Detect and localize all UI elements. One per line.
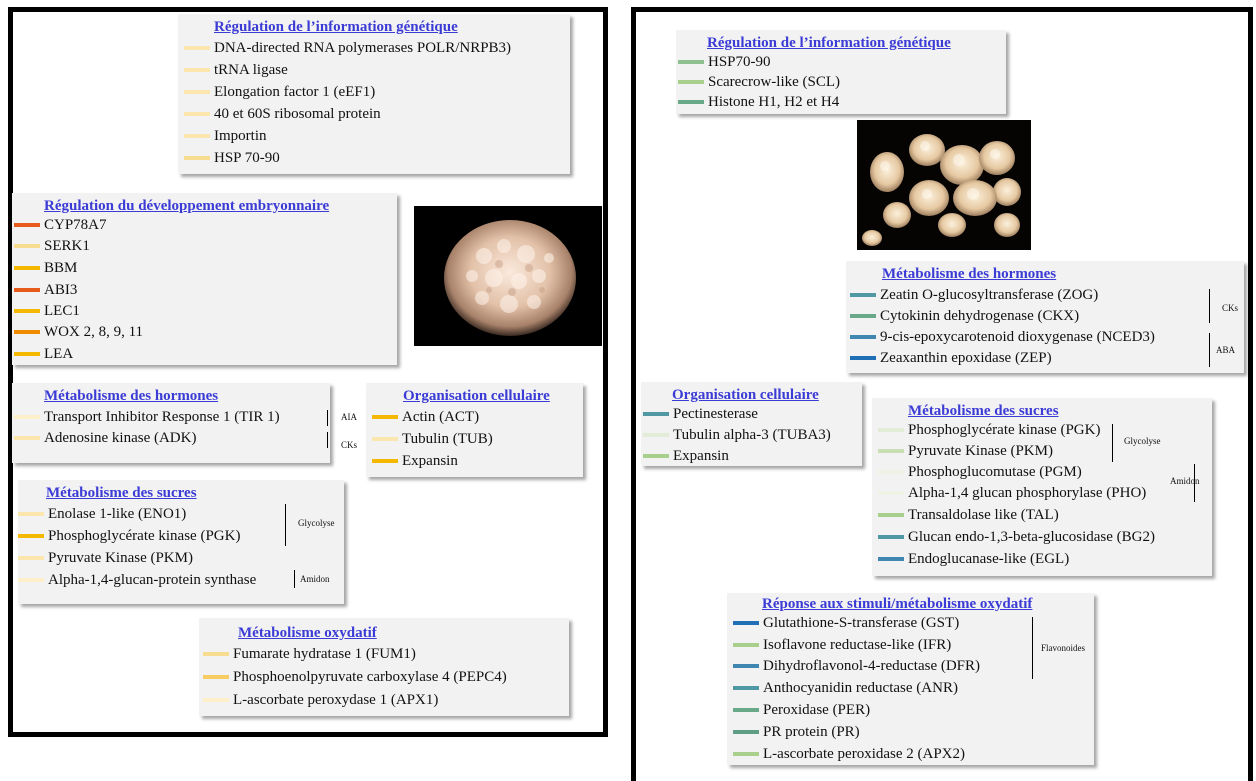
group-bracket bbox=[327, 432, 328, 448]
color-swatch bbox=[184, 156, 210, 160]
color-swatch bbox=[14, 288, 40, 292]
left-oxidative-box: Métabolisme oxydatif Fumarate hydratase … bbox=[199, 618, 569, 716]
left-cell-org-title: Organisation cellulaire bbox=[403, 388, 550, 404]
right-sugars-box: Métabolisme des sucres Phosphoglycérate … bbox=[872, 398, 1212, 576]
color-swatch bbox=[372, 415, 398, 419]
color-swatch bbox=[733, 708, 759, 712]
color-swatch bbox=[184, 68, 210, 72]
color-swatch bbox=[643, 433, 669, 437]
group-label: Amidon bbox=[1170, 476, 1200, 486]
color-swatch bbox=[878, 428, 904, 432]
group-label: Amidon bbox=[300, 574, 330, 584]
left-regulation-info-title: Régulation de l’information génétique bbox=[214, 19, 458, 35]
color-swatch bbox=[14, 436, 40, 440]
color-swatch bbox=[14, 223, 40, 227]
color-swatch bbox=[733, 752, 759, 756]
right-hormones-box: Métabolisme des hormones Zeatin O-glucos… bbox=[846, 261, 1244, 373]
color-swatch bbox=[733, 730, 759, 734]
group-label: AIA bbox=[341, 412, 357, 422]
group-bracket bbox=[1209, 289, 1210, 323]
color-swatch bbox=[850, 314, 876, 318]
group-bracket bbox=[327, 410, 328, 426]
callus-photo-icon bbox=[444, 220, 576, 336]
color-swatch bbox=[18, 512, 44, 516]
color-swatch bbox=[203, 675, 229, 679]
color-swatch bbox=[203, 652, 229, 656]
left-cell-org-box: Organisation cellulaire Actin (ACT) Tubu… bbox=[366, 383, 583, 477]
group-bracket bbox=[1194, 464, 1195, 502]
left-sugars-box: Métabolisme des sucres Enolase 1-like (E… bbox=[18, 480, 344, 604]
embryogenic-callus-photo-icon bbox=[862, 134, 1021, 246]
right-hormones-title: Métabolisme des hormones bbox=[882, 266, 1057, 282]
group-label: CKs bbox=[1222, 303, 1239, 313]
color-swatch bbox=[733, 664, 759, 668]
group-bracket bbox=[294, 570, 295, 588]
color-swatch bbox=[14, 352, 40, 356]
left-sugars-title: Métabolisme des sucres bbox=[46, 485, 197, 501]
embryo-dev-box: Régulation du développement embryonnaire… bbox=[12, 193, 397, 365]
color-swatch bbox=[18, 556, 44, 560]
group-label: Glycolyse bbox=[298, 518, 335, 528]
color-swatch bbox=[850, 293, 876, 297]
callus-photo bbox=[414, 206, 602, 346]
color-swatch bbox=[733, 643, 759, 647]
color-swatch bbox=[14, 309, 40, 313]
group-label: CKs bbox=[341, 440, 358, 450]
group-bracket bbox=[285, 504, 286, 546]
color-swatch bbox=[18, 578, 44, 582]
group-label: Glycolyse bbox=[1124, 436, 1161, 446]
embryogenic-callus-photo bbox=[857, 120, 1031, 250]
color-swatch bbox=[878, 449, 904, 453]
color-swatch bbox=[643, 454, 669, 458]
right-regulation-info-title: Régulation de l’information génétique bbox=[707, 35, 951, 51]
color-swatch bbox=[850, 335, 876, 339]
color-swatch bbox=[372, 459, 398, 463]
color-swatch bbox=[878, 491, 904, 495]
right-stimuli-title: Réponse aux stimuli/métabolisme oxydatif bbox=[762, 596, 1033, 612]
left-hormones-box: Métabolisme des hormones Transport Inhib… bbox=[12, 383, 330, 463]
color-swatch bbox=[733, 686, 759, 690]
color-swatch bbox=[878, 557, 904, 561]
color-swatch bbox=[14, 266, 40, 270]
embryo-dev-title: Régulation du développement embryonnaire bbox=[44, 198, 330, 214]
color-swatch bbox=[18, 534, 44, 538]
group-bracket bbox=[1112, 424, 1113, 462]
color-swatch bbox=[678, 100, 704, 104]
left-regulation-info-box: Régulation de l’information génétique DN… bbox=[178, 14, 570, 174]
group-label: Flavonoides bbox=[1041, 643, 1085, 653]
right-cell-org-box: Organisation cellulaire Pectinesterase T… bbox=[641, 382, 862, 466]
color-swatch bbox=[878, 470, 904, 474]
color-swatch bbox=[184, 112, 210, 116]
group-bracket bbox=[1032, 617, 1033, 679]
right-stimuli-box: Réponse aux stimuli/métabolisme oxydatif… bbox=[727, 593, 1094, 765]
color-swatch bbox=[372, 437, 398, 441]
color-swatch bbox=[878, 535, 904, 539]
color-swatch bbox=[643, 412, 669, 416]
color-swatch bbox=[203, 698, 229, 702]
color-swatch bbox=[184, 46, 210, 50]
color-swatch bbox=[184, 134, 210, 138]
group-bracket bbox=[1209, 333, 1210, 367]
color-swatch bbox=[678, 60, 704, 64]
color-swatch bbox=[733, 621, 759, 625]
color-swatch bbox=[184, 90, 210, 94]
group-label: ABA bbox=[1216, 345, 1236, 355]
color-swatch bbox=[678, 80, 704, 84]
left-oxidative-title: Métabolisme oxydatif bbox=[238, 625, 377, 641]
color-swatch bbox=[14, 244, 40, 248]
color-swatch bbox=[850, 356, 876, 360]
right-sugars-title: Métabolisme des sucres bbox=[908, 403, 1059, 419]
left-hormones-title: Métabolisme des hormones bbox=[44, 388, 219, 404]
right-cell-org-title: Organisation cellulaire bbox=[672, 387, 819, 403]
right-regulation-info-box: Régulation de l’information génétique HS… bbox=[676, 30, 1006, 114]
color-swatch bbox=[878, 513, 904, 517]
color-swatch bbox=[14, 415, 40, 419]
color-swatch bbox=[14, 330, 40, 334]
